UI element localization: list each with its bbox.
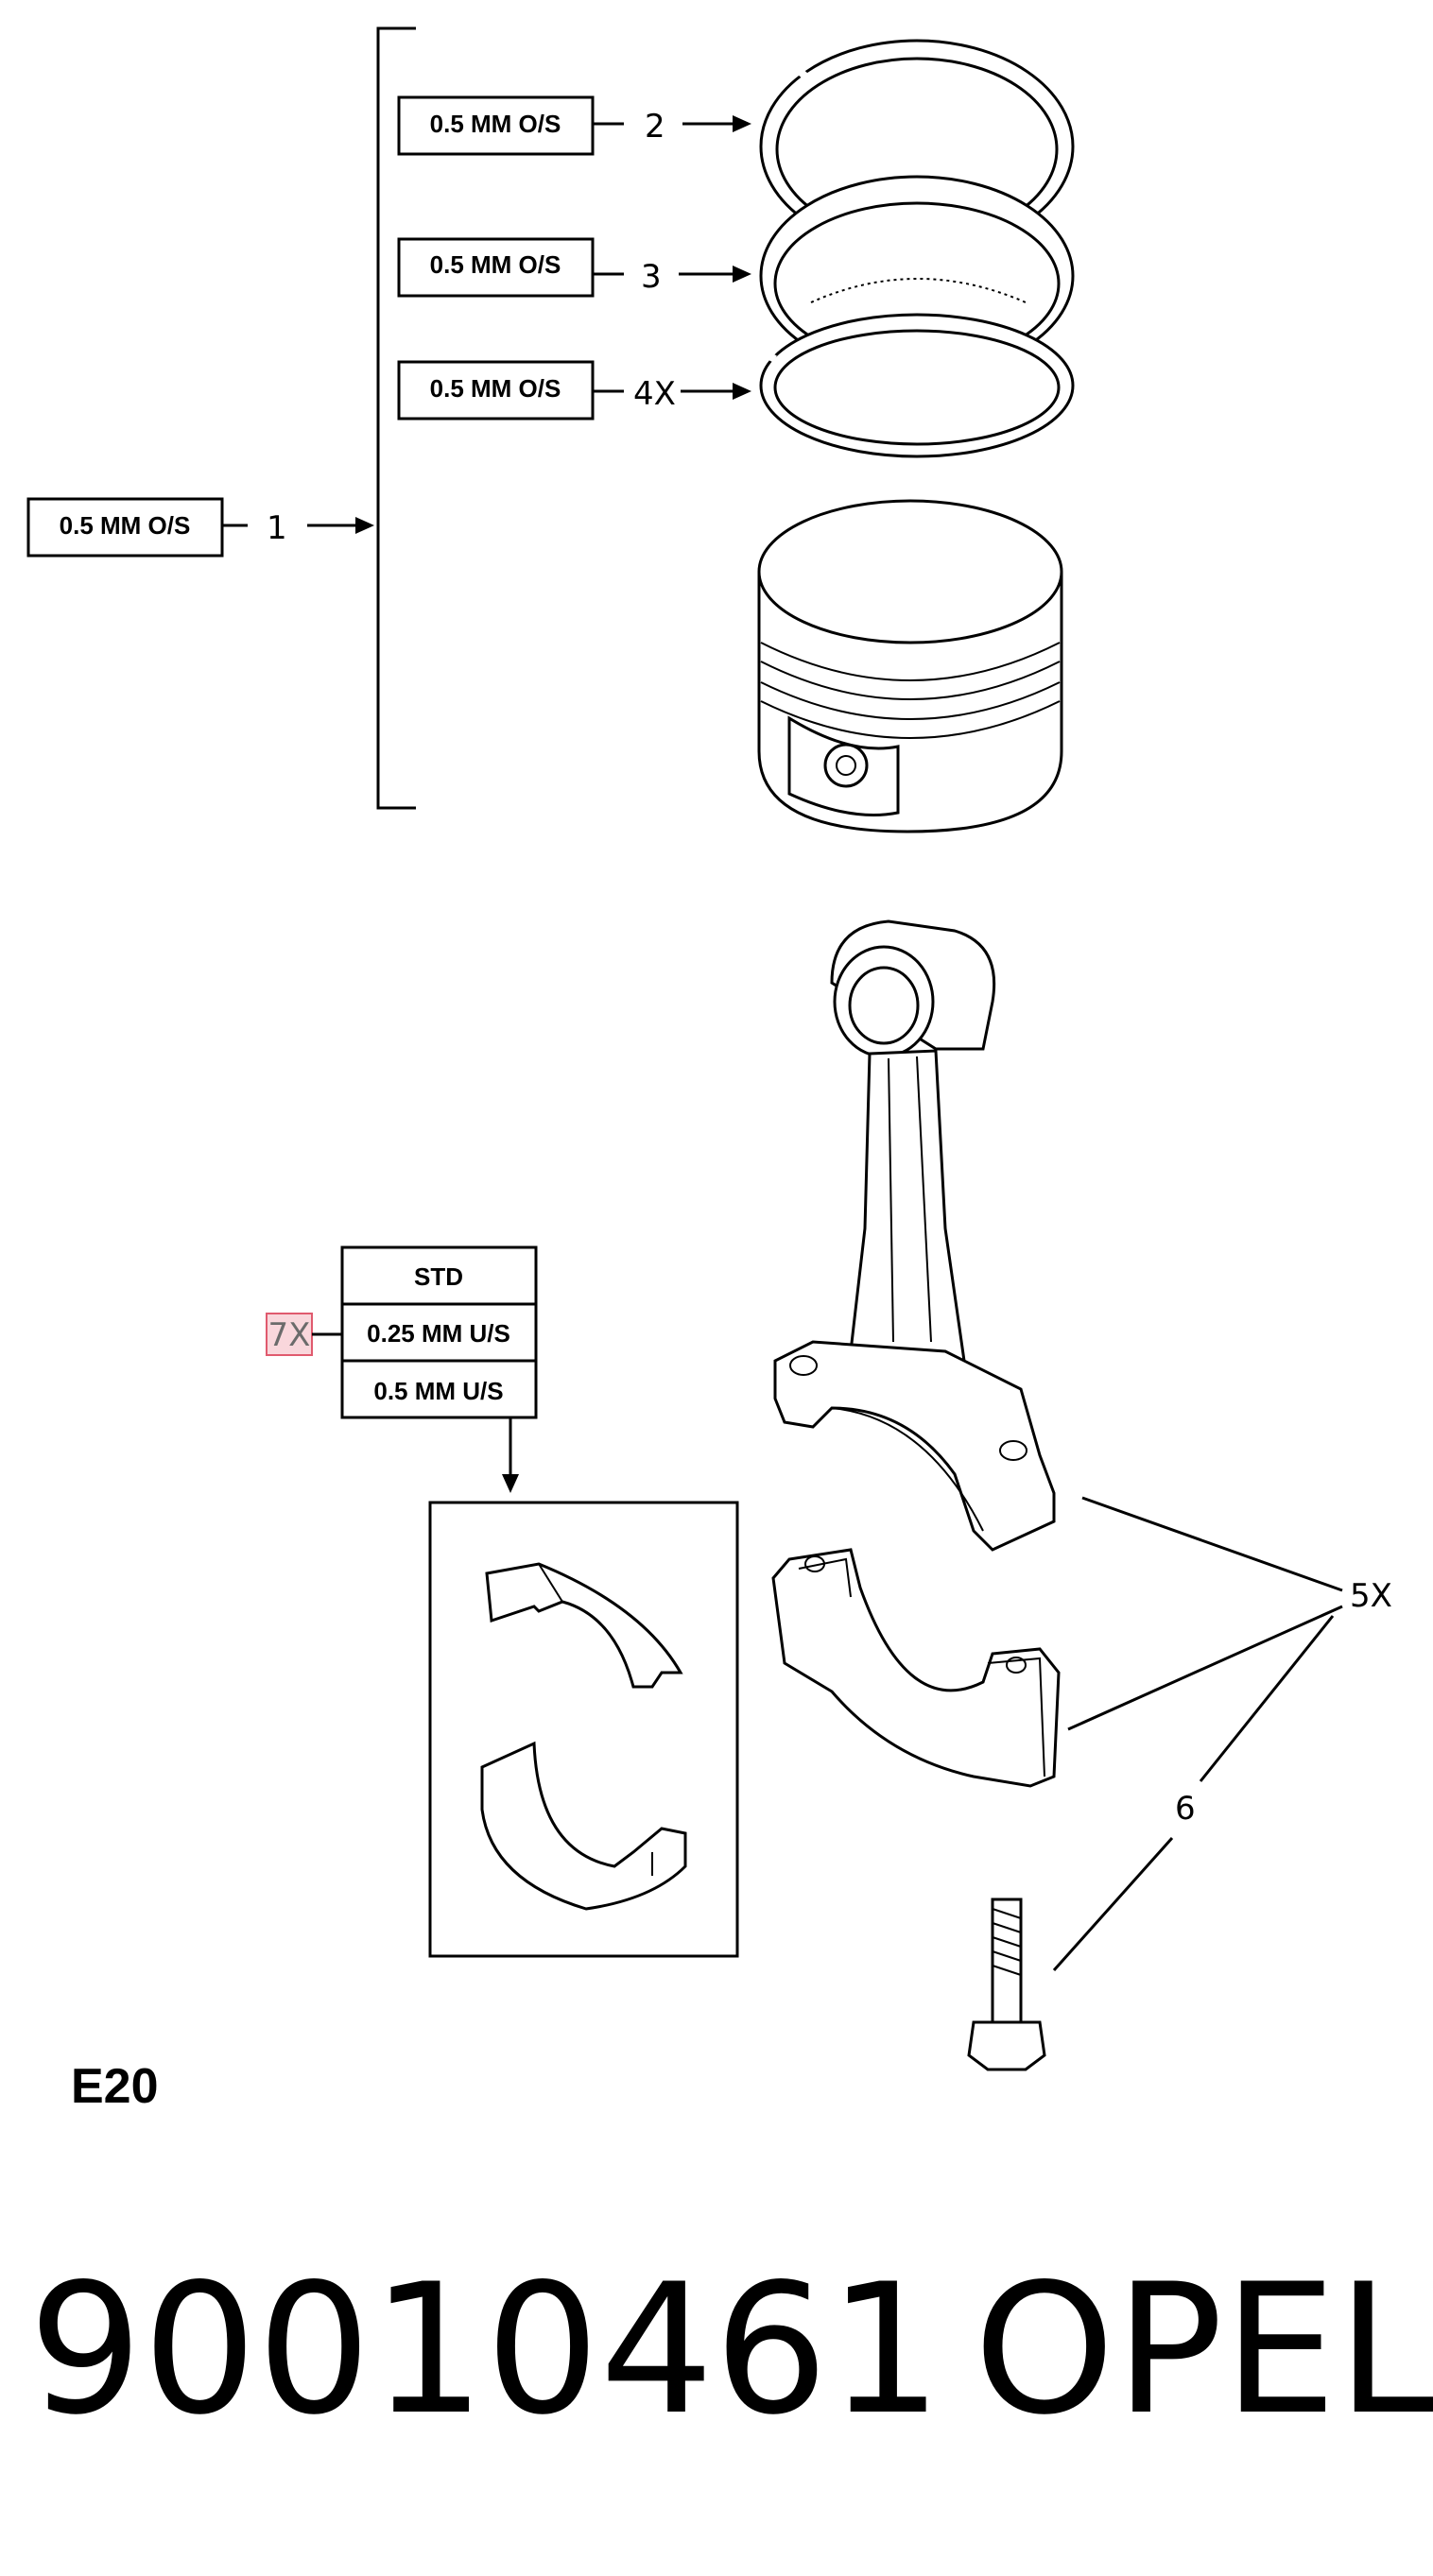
group-bracket [376,26,416,810]
bearing-025-us: 0.25 MM U/S [367,1319,510,1348]
callout-7x-highlight [266,1313,313,1356]
callout-2: 2 [645,108,665,146]
rod-bolt [967,1898,1046,2071]
arrow-1 [355,517,374,534]
arrow-4 [733,383,751,400]
connecting-rod [773,919,1056,1552]
piston-ring-second [754,313,1075,458]
callout-6: 6 [1175,1790,1196,1828]
bearing-shell-lower [480,1741,687,1911]
bearing-std: STD [414,1262,463,1291]
arrow-3 [733,266,751,283]
callout-1: 1 [267,509,287,547]
label-piston: 0.5 MM O/S [26,497,224,558]
label-ring-2: 0.5 MM O/S [397,95,595,156]
arrow-2 [733,115,751,132]
svg-text:0.5 MM O/S: 0.5 MM O/S [430,374,561,403]
label-ring-3: 0.5 MM O/S [397,237,595,298]
bearing-shell-upper [485,1562,683,1689]
svg-text:0.5 MM O/S: 0.5 MM O/S [430,250,561,279]
callout-7x: 7X [268,1316,311,1354]
svg-text:0.5 MM O/S: 0.5 MM O/S [430,110,561,138]
label-ring-4: 0.5 MM O/S [397,360,595,421]
bearing-size-table: STD 0.25 MM U/S 0.5 MM U/S [340,1245,538,1419]
group-code: E20 [71,2059,159,2114]
part-number: 90010461 [28,2245,942,2454]
svg-text:0.5 MM O/S: 0.5 MM O/S [60,511,191,540]
bearing-05-us: 0.5 MM U/S [373,1377,503,1405]
connecting-rod-cap [771,1548,1061,1788]
arrow-7 [502,1474,519,1493]
brand-name: OPEL [974,2245,1433,2454]
piston [757,499,1063,833]
bearing-shells-box [428,1501,739,1958]
callout-5x: 5X [1350,1577,1392,1615]
callout-4x: 4X [633,375,676,413]
callout-3: 3 [641,258,662,296]
